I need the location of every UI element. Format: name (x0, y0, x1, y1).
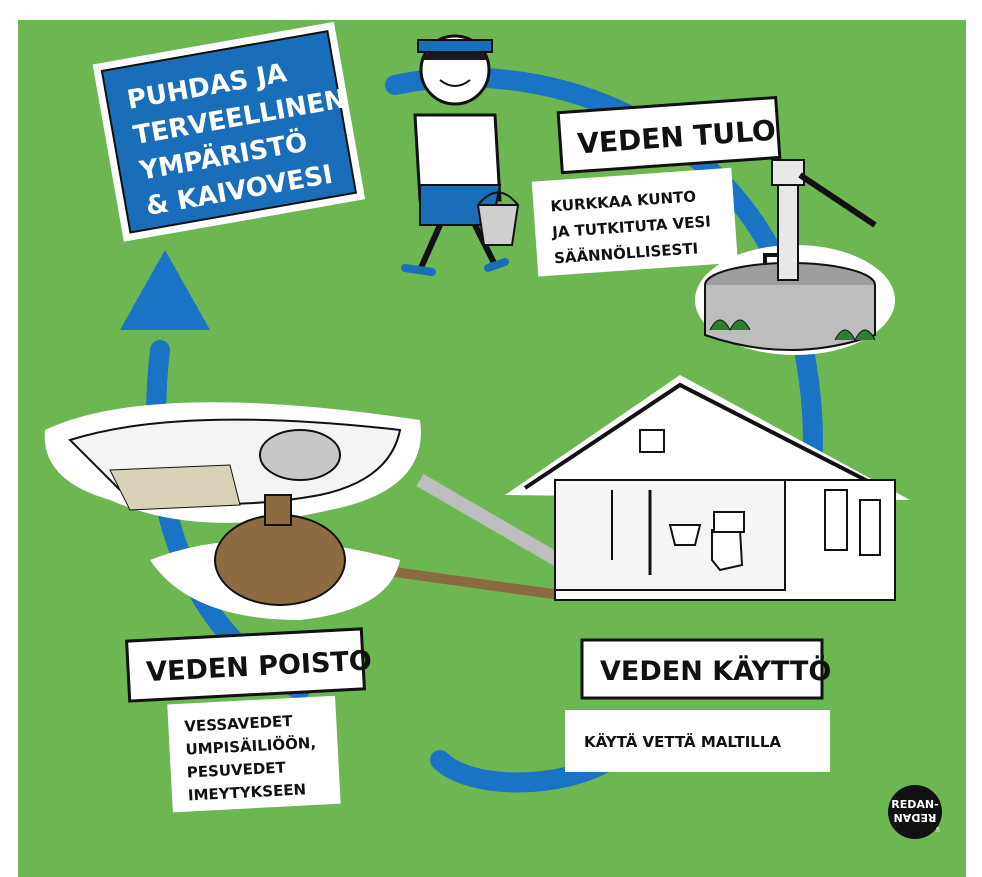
disposal-note-box: VESSAVEDET UMPISÄILIÖÖN, PESUVEDET IMEYT… (167, 695, 341, 813)
redan-logo: REDAN- REDAN fi (888, 785, 942, 839)
disposal-note-line-1: VESSAVEDET (184, 712, 294, 736)
title-box: PUHDAS JA TERVEELLINEN YMPÄRISTÖ & KAIVO… (92, 21, 366, 242)
logo-text-bottom: REDAN (894, 811, 937, 824)
logo-text-top: REDAN- (891, 798, 938, 811)
grey-water-pipe (416, 473, 579, 577)
infiltration-field-icon (44, 402, 421, 523)
septic-tank-icon (150, 494, 400, 620)
cycle-arrowhead (120, 250, 210, 330)
intake-heading-box: VEDEN TULO (556, 95, 782, 175)
intake-note-box: KURKKAA KUNTO JA TUTKITUTA VESI SÄÄNNÖLL… (531, 167, 738, 277)
use-note-box: KÄYTÄ VETTÄ MALTILLA (565, 710, 830, 772)
use-note-line-1: KÄYTÄ VETTÄ MALTILLA (584, 732, 781, 751)
well-pump-icon (695, 159, 895, 355)
disposal-heading-box: VEDEN POISTO (125, 627, 373, 703)
child-with-bucket-icon (401, 34, 520, 276)
use-heading-box: VEDEN KÄYTTÖ (580, 638, 831, 700)
logo-suffix: fi (936, 827, 940, 834)
use-heading: VEDEN KÄYTTÖ (600, 654, 831, 687)
disposal-note-line-3: PESUVEDET (186, 758, 287, 781)
cabin-icon (505, 375, 910, 601)
